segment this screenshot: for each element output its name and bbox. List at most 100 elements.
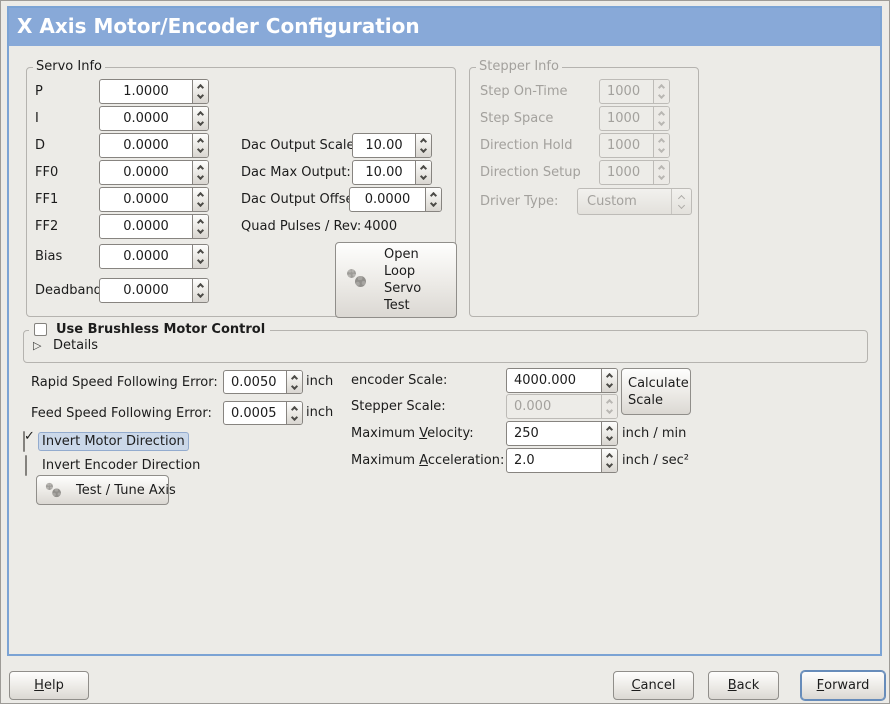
spin-down-icon[interactable] bbox=[196, 172, 205, 181]
spin-down-icon[interactable] bbox=[196, 226, 205, 235]
content-panel: X Axis Motor/Encoder Configuration bbox=[7, 6, 882, 656]
d-spinbox: 0.0000 bbox=[99, 133, 209, 158]
ff0-input[interactable]: 0.0000 bbox=[123, 165, 169, 180]
encoder-scale-spin-buttons[interactable] bbox=[601, 369, 617, 392]
spin-down-icon[interactable] bbox=[196, 118, 205, 127]
spin-up-icon bbox=[605, 398, 614, 407]
maximum-acceleration-spin-buttons[interactable] bbox=[601, 449, 617, 472]
feed-following-error-spin-buttons[interactable] bbox=[286, 402, 302, 424]
invert-encoder-checkbox[interactable] bbox=[25, 455, 27, 476]
ff1-spin-buttons[interactable] bbox=[192, 188, 208, 211]
step-on-time-input: 1000 bbox=[607, 84, 641, 99]
dac-output-offset-spin-buttons[interactable] bbox=[425, 188, 441, 211]
spin-up-icon bbox=[657, 137, 666, 146]
spin-up-icon[interactable] bbox=[429, 191, 438, 200]
i-input[interactable]: 0.0000 bbox=[123, 111, 169, 126]
encoder-scale-spinbox: 4000.000 bbox=[506, 368, 618, 393]
spin-down-icon[interactable] bbox=[196, 199, 205, 208]
i-spin-buttons[interactable] bbox=[192, 107, 208, 130]
maximum-velocity-spin-buttons[interactable] bbox=[601, 422, 617, 445]
encoder-scale-input[interactable]: 4000.000 bbox=[514, 373, 577, 388]
stepper-info-legend: Stepper Info bbox=[476, 59, 562, 74]
dac-output-scale-input[interactable]: 10.00 bbox=[365, 138, 403, 153]
spin-up-icon[interactable] bbox=[196, 282, 205, 291]
open-loop-servo-test-button[interactable]: Open Loop Servo Test bbox=[335, 242, 457, 318]
maximum-velocity-unit: inch / min bbox=[622, 426, 687, 441]
ff1-spinbox: 0.0000 bbox=[99, 187, 209, 212]
spin-up-icon[interactable] bbox=[196, 164, 205, 173]
spin-up-icon[interactable] bbox=[290, 405, 299, 413]
spin-up-icon[interactable] bbox=[196, 248, 205, 257]
feed-following-error-input[interactable]: 0.0005 bbox=[231, 405, 277, 421]
dac-output-scale-label: Dac Output Scale: bbox=[241, 138, 359, 153]
spin-down-icon bbox=[657, 91, 666, 100]
spin-up-icon[interactable] bbox=[605, 372, 614, 381]
p-spin-buttons[interactable] bbox=[192, 80, 208, 103]
spin-down-icon[interactable] bbox=[196, 91, 205, 100]
spin-up-icon[interactable] bbox=[196, 191, 205, 200]
ff2-spinbox: 0.0000 bbox=[99, 214, 209, 239]
dac-max-output-spin-buttons[interactable] bbox=[415, 161, 431, 184]
spin-down-icon[interactable] bbox=[429, 199, 438, 208]
spin-down-icon[interactable] bbox=[605, 433, 614, 442]
bias-spin-buttons[interactable] bbox=[192, 245, 208, 268]
deadband-input[interactable]: 0.0000 bbox=[123, 283, 169, 298]
details-expander-label[interactable]: Details bbox=[53, 338, 99, 353]
spin-down-icon[interactable] bbox=[290, 413, 299, 421]
spin-down-icon bbox=[605, 406, 614, 415]
spin-up-icon[interactable] bbox=[419, 164, 428, 173]
spin-down-icon[interactable] bbox=[419, 172, 428, 181]
ff2-input[interactable]: 0.0000 bbox=[123, 219, 169, 234]
deadband-spin-buttons[interactable] bbox=[192, 279, 208, 302]
spin-up-icon[interactable] bbox=[196, 218, 205, 227]
maximum-velocity-input[interactable]: 250 bbox=[514, 426, 539, 441]
spin-down-icon[interactable] bbox=[605, 460, 614, 469]
test-tune-axis-button[interactable]: Test / Tune Axis bbox=[36, 475, 176, 505]
rapid-following-error-input[interactable]: 0.0050 bbox=[231, 374, 277, 390]
bias-input[interactable]: 0.0000 bbox=[123, 249, 169, 264]
spin-up-icon[interactable] bbox=[290, 374, 299, 382]
invert-motor-checkbox[interactable] bbox=[23, 431, 25, 452]
spin-down-icon[interactable] bbox=[196, 290, 205, 299]
dac-output-offset-input[interactable]: 0.0000 bbox=[364, 192, 411, 207]
invert-encoder-label[interactable]: Invert Encoder Direction bbox=[42, 458, 201, 473]
spin-up-icon[interactable] bbox=[419, 137, 428, 146]
direction-hold-spinbox: 1000 bbox=[599, 133, 670, 158]
spin-up-icon[interactable] bbox=[605, 425, 614, 434]
spin-up-icon[interactable] bbox=[196, 110, 205, 119]
spin-up-icon bbox=[657, 83, 666, 92]
spin-down-icon[interactable] bbox=[605, 380, 614, 389]
direction-setup-spin-buttons bbox=[653, 161, 669, 184]
spin-down-icon[interactable] bbox=[196, 256, 205, 265]
spin-up-icon[interactable] bbox=[605, 452, 614, 461]
rapid-following-error-spinbox: 0.0050 bbox=[223, 370, 303, 394]
spin-up-icon[interactable] bbox=[196, 137, 205, 146]
rapid-following-error-spin-buttons[interactable] bbox=[286, 371, 302, 393]
p-input[interactable]: 1.0000 bbox=[123, 84, 169, 99]
dac-max-output-input[interactable]: 10.00 bbox=[365, 165, 403, 180]
brushless-frame: Use Brushless Motor Control ▷ Details bbox=[23, 322, 868, 363]
deadband-spinbox: 0.0000 bbox=[99, 278, 209, 303]
ff2-spin-buttons[interactable] bbox=[192, 215, 208, 238]
calculate-scale-button[interactable]: Calculate Scale bbox=[621, 368, 691, 415]
use-brushless-checkbox[interactable] bbox=[34, 323, 47, 336]
dac-max-output-spinbox: 10.00 bbox=[352, 160, 432, 185]
maximum-acceleration-input[interactable]: 2.0 bbox=[514, 453, 535, 468]
dac-output-scale-spin-buttons[interactable] bbox=[415, 134, 431, 157]
spin-down-icon[interactable] bbox=[290, 382, 299, 390]
spin-up-icon[interactable] bbox=[196, 83, 205, 92]
expander-triangle-icon[interactable]: ▷ bbox=[33, 339, 42, 352]
spin-down-icon[interactable] bbox=[419, 145, 428, 154]
ff1-input[interactable]: 0.0000 bbox=[123, 192, 169, 207]
ff0-spin-buttons[interactable] bbox=[192, 161, 208, 184]
step-on-time-spinbox: 1000 bbox=[599, 79, 670, 104]
invert-motor-label[interactable]: Invert Motor Direction bbox=[39, 429, 188, 454]
spin-down-icon[interactable] bbox=[196, 145, 205, 154]
d-input[interactable]: 0.0000 bbox=[123, 138, 169, 153]
servo-info-frame: Servo Info P I D FF0 FF1 FF2 Bias Deadba… bbox=[26, 59, 457, 318]
d-spin-buttons[interactable] bbox=[192, 134, 208, 157]
